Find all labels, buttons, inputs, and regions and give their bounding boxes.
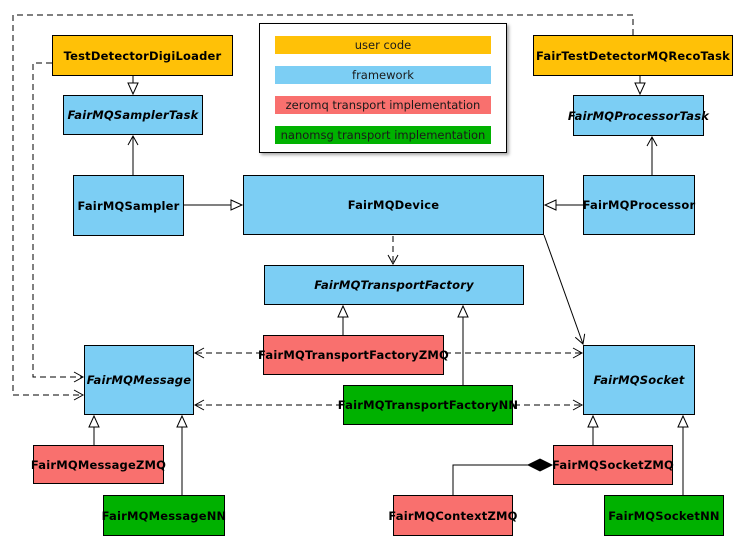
legend-box: user code framework zeromq transport imp…	[259, 23, 507, 153]
legend-item-zeromq: zeromq transport implementation	[275, 96, 491, 114]
class-label: FairTestDetectorMQRecoTask	[536, 48, 730, 63]
legend-label-framework: framework	[352, 68, 414, 82]
class-label: FairMQDevice	[347, 198, 440, 212]
class-label: FairMQSampler	[77, 198, 180, 213]
class-box-fairmqsampler: FairMQSampler	[73, 175, 184, 236]
class-box-fairmqtransportfactorynn: FairMQTransportFactoryNN	[338, 385, 518, 425]
class-label: FairMQSamplerTask	[67, 108, 199, 122]
class-label: FairMQSocketNN	[608, 508, 720, 523]
legend-item-user-code: user code	[275, 36, 491, 54]
class-box-fairmqtransportfactory: FairMQTransportFactory	[264, 265, 524, 305]
class-box-fairmqprocessor: FairMQProcessor	[583, 175, 695, 235]
class-label: FairMQSocket	[593, 373, 685, 387]
class-label: FairMQMessage	[86, 373, 192, 387]
legend-item-framework: framework	[275, 66, 491, 84]
class-label: FairMQTransportFactoryZMQ	[258, 348, 450, 362]
legend-item-nanomsg: nanomsg transport implementation	[275, 126, 491, 144]
class-label: FairMQTransportFactory	[314, 278, 474, 292]
legend-label-zeromq: zeromq transport implementation	[285, 98, 481, 112]
class-box-fairmqsocket: FairMQSocket	[583, 345, 695, 415]
class-box-fairmqsamplertask: FairMQSamplerTask	[63, 95, 203, 135]
class-box-fairmqdevice: FairMQDevice	[243, 175, 544, 235]
legend-label-nanomsg: nanomsg transport implementation	[280, 128, 486, 142]
class-label: FairMQMessageNN	[101, 508, 227, 523]
class-label: FairMQContextZMQ	[388, 508, 518, 523]
legend-label-user-code: user code	[354, 38, 412, 52]
class-label: FairMQMessageZMQ	[30, 457, 167, 472]
class-box-fairmqmessagenn: FairMQMessageNN	[101, 495, 227, 536]
class-box-fairmqmessagezmq: FairMQMessageZMQ	[30, 445, 167, 484]
class-box-fairtestdetectormqrecotask: FairTestDetectorMQRecoTask	[533, 35, 733, 76]
class-box-fairmqtransportfactoryzmq: FairMQTransportFactoryZMQ	[258, 335, 449, 375]
class-label: FairMQSocketZMQ	[552, 458, 674, 472]
class-label: FairMQProcessor	[582, 198, 696, 212]
class-label: FairMQProcessorTask	[567, 108, 710, 123]
edge-composition-contextzmq-socketzmq	[452, 465, 552, 495]
edge-association-device-socket	[543, 234, 586, 345]
class-box-testdetectordigiloader: TestDetectorDigiLoader	[52, 35, 233, 76]
class-box-fairmqsocketnn: FairMQSocketNN	[604, 495, 724, 536]
class-box-fairmqsocketzmq: FairMQSocketZMQ	[552, 445, 674, 485]
class-box-fairmqprocessortask: FairMQProcessorTask	[568, 95, 709, 136]
class-box-fairmqmessage: FairMQMessage	[84, 345, 194, 415]
class-box-fairmqcontextzmq: FairMQContextZMQ	[388, 495, 517, 536]
class-label: FairMQTransportFactoryNN	[337, 398, 519, 412]
class-label: TestDetectorDigiLoader	[63, 48, 222, 63]
